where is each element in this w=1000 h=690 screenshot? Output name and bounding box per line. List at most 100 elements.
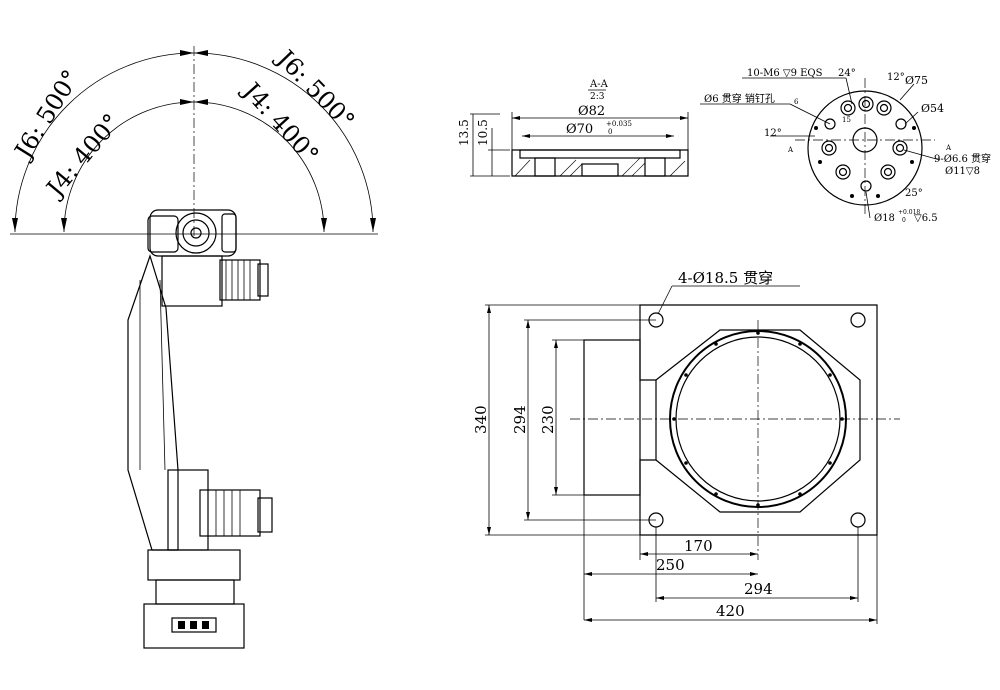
section-step <box>519 149 681 159</box>
flange-thread-holes: 10-M6 ▽9 EQS <box>747 68 823 79</box>
leader-line <box>865 191 871 219</box>
flange-center-tol-lower: 0 <box>902 217 906 224</box>
base-upper <box>147 549 241 581</box>
section-tol-lower: 0 <box>608 128 612 136</box>
upper-motor <box>219 259 261 301</box>
section-a-a-view: A-A 2:3 Ø82 Ø70 +0.035 0 13.5 10.5 <box>457 79 689 177</box>
flange-inner-circle <box>182 219 210 247</box>
flange-angle-12-top: 12° <box>887 72 905 83</box>
connector-pin <box>190 621 197 629</box>
flange-top-view: 10-M6 ▽9 EQS Ø6 贯穿 销钉孔 24° 12° Ø75 Ø54 1… <box>700 68 991 224</box>
section-tol-upper: +0.035 <box>606 120 632 128</box>
flange-center <box>190 227 202 239</box>
arrow <box>750 552 758 556</box>
leader-line <box>904 111 919 125</box>
arrow-j6-right <box>370 218 376 232</box>
arrow <box>487 305 491 313</box>
leader-line <box>789 103 831 125</box>
arrow <box>656 596 664 600</box>
arrow <box>487 527 491 535</box>
arrow <box>526 512 530 520</box>
arrow-j4-left <box>61 218 67 232</box>
robot-body <box>127 209 273 649</box>
section-hatching <box>514 157 686 177</box>
arrow <box>584 618 592 622</box>
flange-center-depth: ▽6.5 <box>914 213 938 224</box>
base-plan-view: 4-Ø18.5 贯穿 340 294 230 170 250 <box>472 269 900 624</box>
flange-outer-circle <box>175 212 217 254</box>
upper-motor-cap <box>257 263 269 297</box>
flange-label-a-left: A <box>787 146 794 154</box>
arrow-j6-left <box>12 218 18 232</box>
elbow-block <box>167 469 209 551</box>
flange-holes <box>814 96 916 198</box>
leader-line <box>845 77 853 105</box>
j4-rotation-arc <box>63 101 325 233</box>
connector-pin <box>202 621 209 629</box>
flange-angle-12-left: 12° <box>764 128 782 139</box>
lower-motor-cap <box>257 497 273 533</box>
base-middle <box>155 579 235 605</box>
arrow-j4-top-left <box>180 99 194 105</box>
lower-motor <box>199 489 261 537</box>
j6-rotation-arc <box>14 52 374 233</box>
base-dim-294-h: 294 <box>744 580 773 598</box>
arrow <box>680 116 688 120</box>
base-dim-340: 340 <box>472 405 490 434</box>
base-dim-170: 170 <box>684 537 713 555</box>
flange-angle-24: 24° <box>838 68 856 79</box>
wrist-left-cap <box>147 215 179 253</box>
leader-line <box>899 83 915 101</box>
arrow <box>869 618 877 622</box>
arrow <box>850 596 858 600</box>
wrist-housing <box>149 209 237 257</box>
leader-line <box>657 285 673 315</box>
section-hole-left <box>534 157 556 177</box>
lower-arm <box>127 254 179 551</box>
arrow-j6-top-right <box>194 50 208 56</box>
base-inner-chamfer <box>655 329 861 513</box>
section-center-bore <box>581 163 619 177</box>
base-ring-holes <box>672 331 844 507</box>
flange-counterbore: Ø11▽8 <box>945 166 980 177</box>
section-dim-70: Ø70 <box>566 122 593 137</box>
arrow <box>526 320 530 328</box>
arrow <box>554 340 558 348</box>
section-height-10-5: 10.5 <box>476 119 490 146</box>
arm-edge-line <box>159 279 166 471</box>
flange-dia-54: Ø54 <box>921 102 944 115</box>
base-dim-250: 250 <box>656 556 685 574</box>
upper-arm-block <box>161 255 223 307</box>
base-lower <box>143 603 245 649</box>
base-connector-plate <box>171 617 217 633</box>
arrow-j4-top-right <box>194 99 208 105</box>
section-plate <box>511 149 689 177</box>
arrow-j6-top-left <box>180 50 194 56</box>
flange-dia-75: Ø75 <box>905 74 928 87</box>
flange-through-holes: 9-Ø6.6 贯穿 <box>934 152 991 165</box>
base-dim-420: 420 <box>716 602 745 620</box>
arrow <box>512 116 520 120</box>
flange-angle-25: 25° <box>905 188 923 199</box>
flange-center-hole: Ø18 <box>874 213 895 224</box>
flange-center-tol-upper: +0.018 <box>898 209 920 216</box>
leader-line <box>903 149 941 161</box>
arrow <box>584 572 592 576</box>
arrow-j4-right <box>321 218 327 232</box>
base-mount-holes-label: 4-Ø18.5 贯穿 <box>678 269 773 287</box>
section-dim-82: Ø82 <box>578 104 605 119</box>
flange-label-a-right: A <box>945 144 952 152</box>
arrow <box>640 552 648 556</box>
arrow <box>522 134 530 138</box>
wrist-right-cap <box>221 213 237 253</box>
arrow <box>554 487 558 495</box>
arrow <box>750 572 758 576</box>
arrow <box>666 134 674 138</box>
robot-side-view: J6: 500° J4: 400° J6: 500° J4: 400° <box>8 43 378 649</box>
section-scale: 2:3 <box>590 92 605 102</box>
base-dim-294-v: 294 <box>511 405 529 434</box>
section-hole-right <box>644 157 666 177</box>
base-side-extension <box>583 339 641 496</box>
connector-pin <box>178 621 185 629</box>
